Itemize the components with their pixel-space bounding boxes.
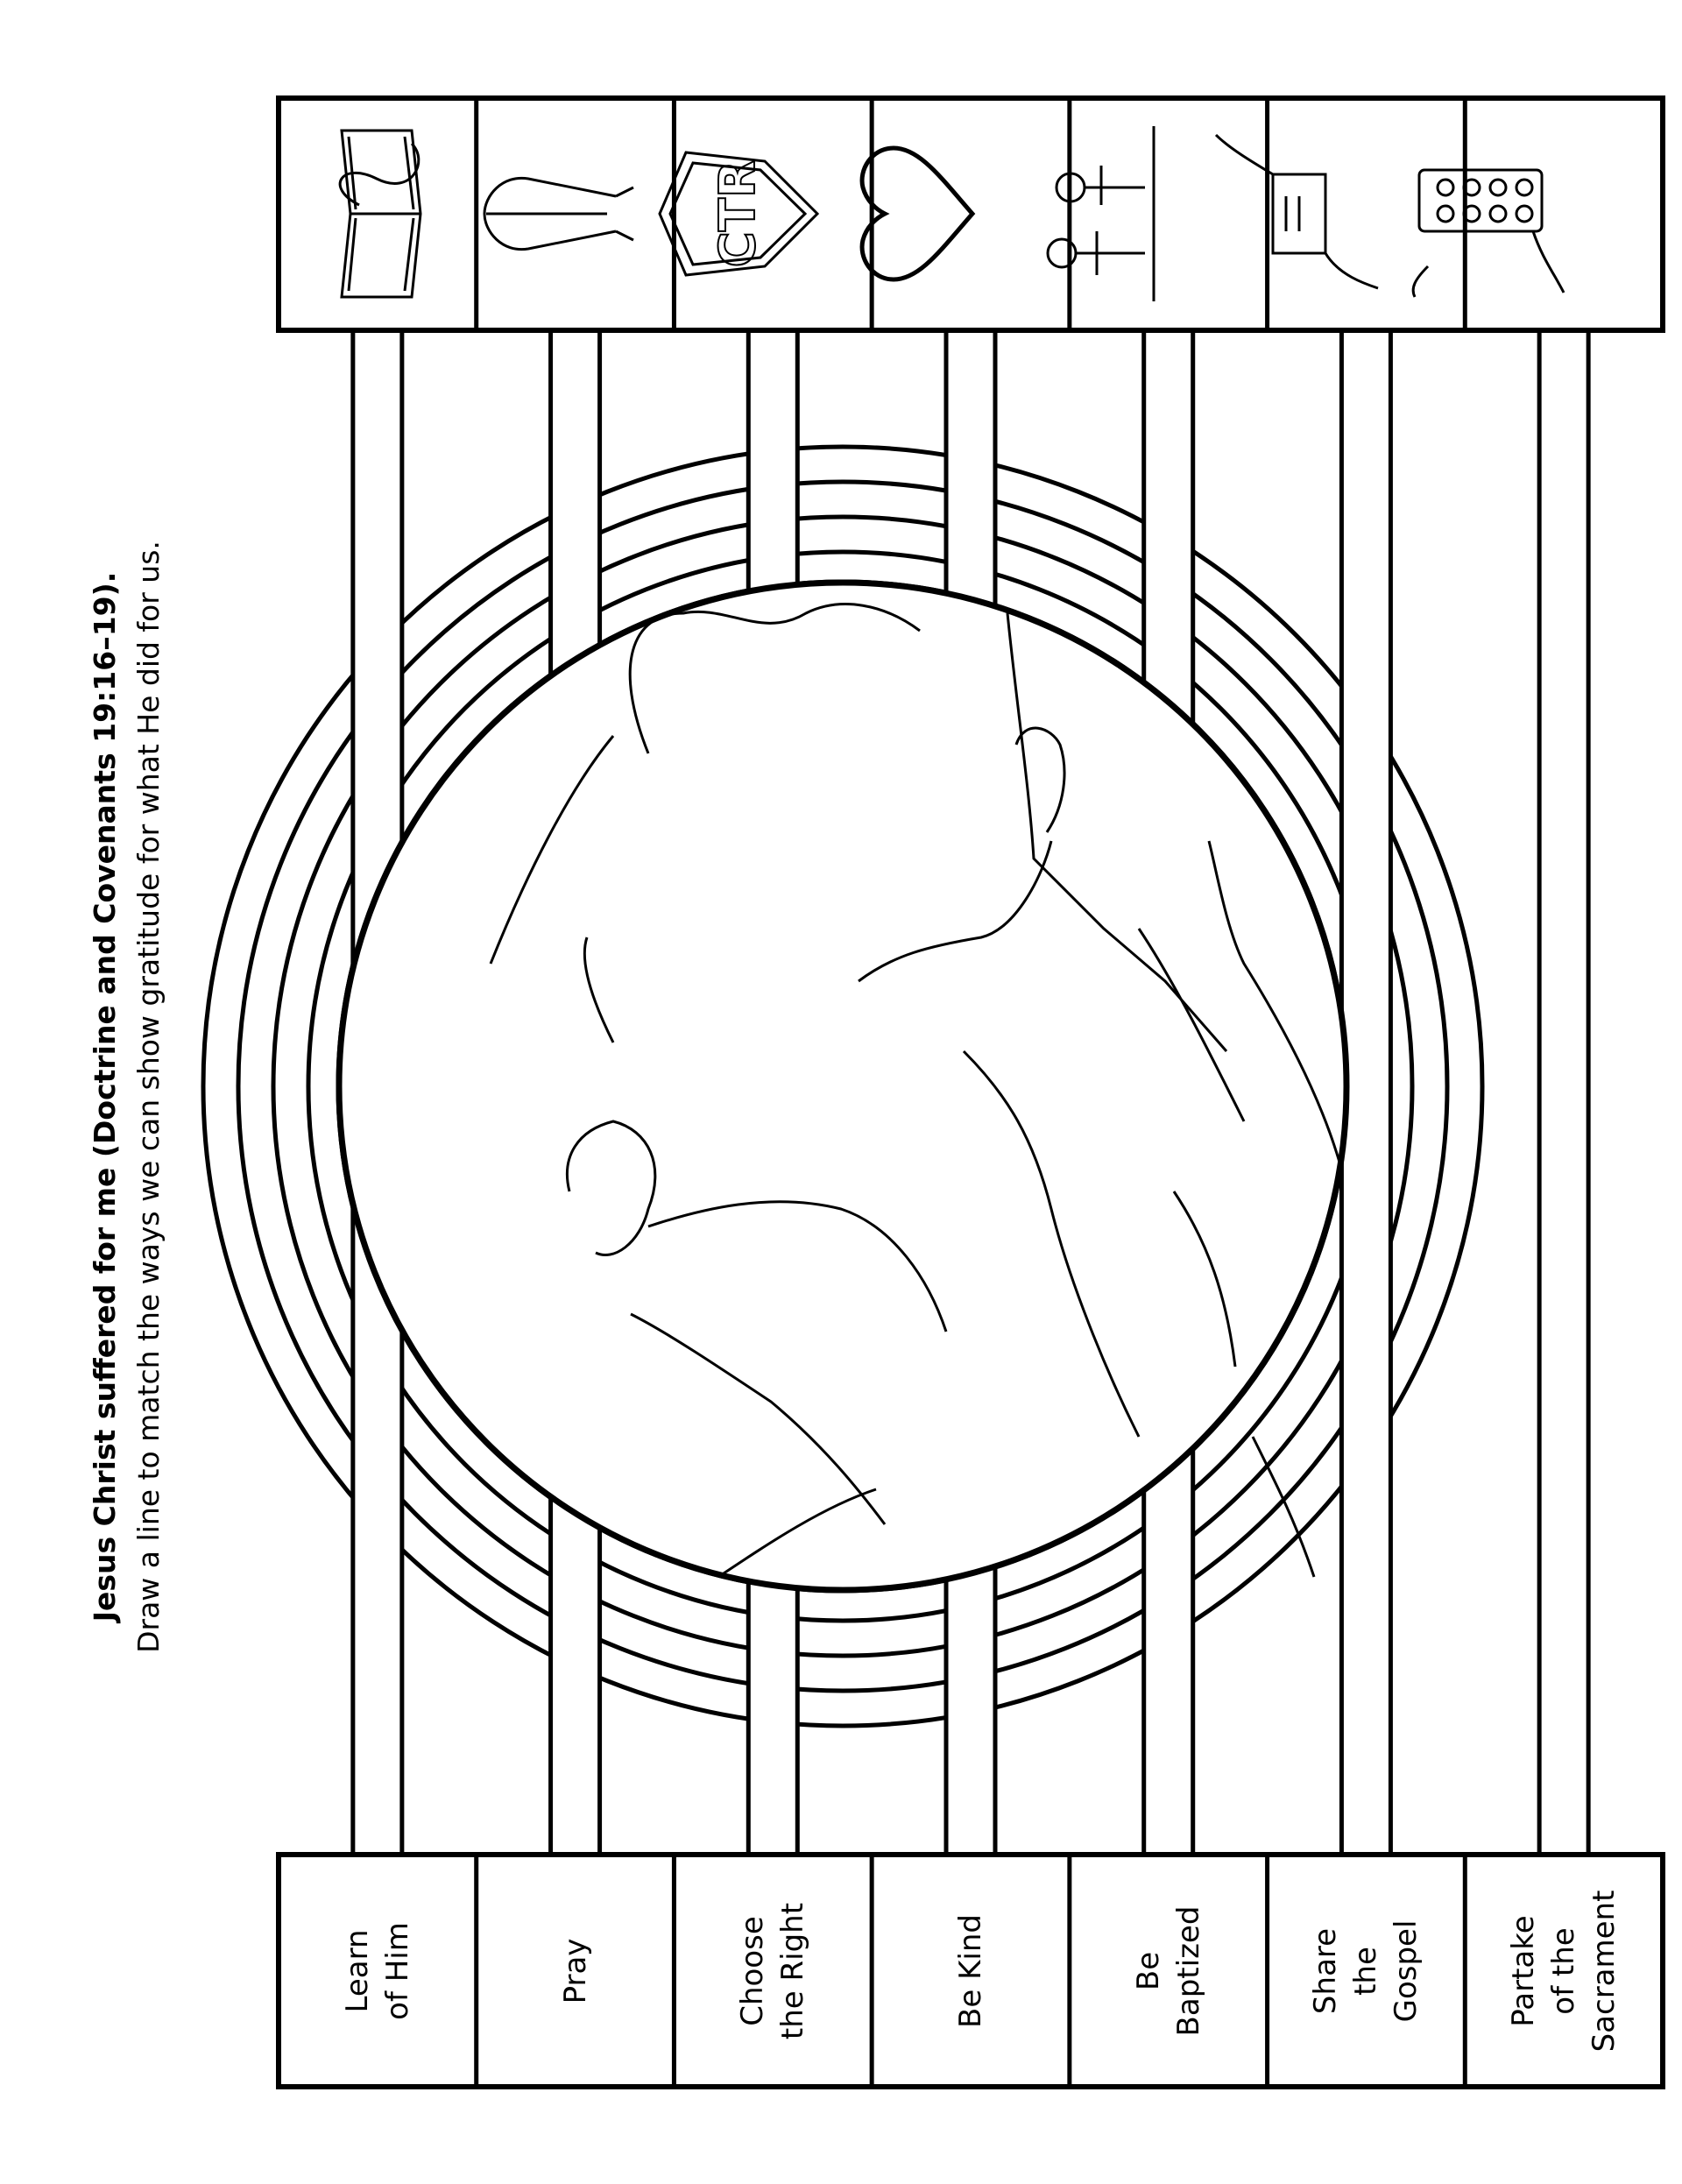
- activity-label: Partake of the Sacrament: [1506, 1890, 1622, 2053]
- activity-label: Be Kind: [953, 1914, 988, 2028]
- giving-book-icon: [1214, 133, 1379, 290]
- activity-label: Pray: [557, 1938, 593, 2004]
- sacrament-tray-icon: [1411, 168, 1565, 298]
- connector-strip: [1537, 328, 1591, 1857]
- baptism-icon: [1046, 126, 1155, 301]
- picture-frame: [336, 579, 1350, 1594]
- heart-icon: [859, 145, 976, 282]
- activity-label: Be Baptized: [1130, 1905, 1206, 2037]
- ctr-shield-icon: CTR: [658, 151, 820, 277]
- outer-ring: [201, 444, 1485, 1728]
- svg-text:CTR: CTR: [710, 160, 767, 267]
- activity-label: Share the Gospel: [1308, 1919, 1424, 2023]
- label-row-frame: [276, 1852, 1665, 2089]
- activity-label: Learn of Him: [339, 1922, 415, 2020]
- activity-label: Choose the Right: [735, 1902, 811, 2040]
- open-scriptures-icon: [338, 129, 422, 299]
- ring-3: [271, 514, 1415, 1658]
- praying-hands-icon: [483, 176, 634, 251]
- ring-2: [236, 479, 1450, 1693]
- connector-strip: [1339, 328, 1393, 1857]
- christ-praying-in-gethsemane-illustration: [489, 603, 1342, 1579]
